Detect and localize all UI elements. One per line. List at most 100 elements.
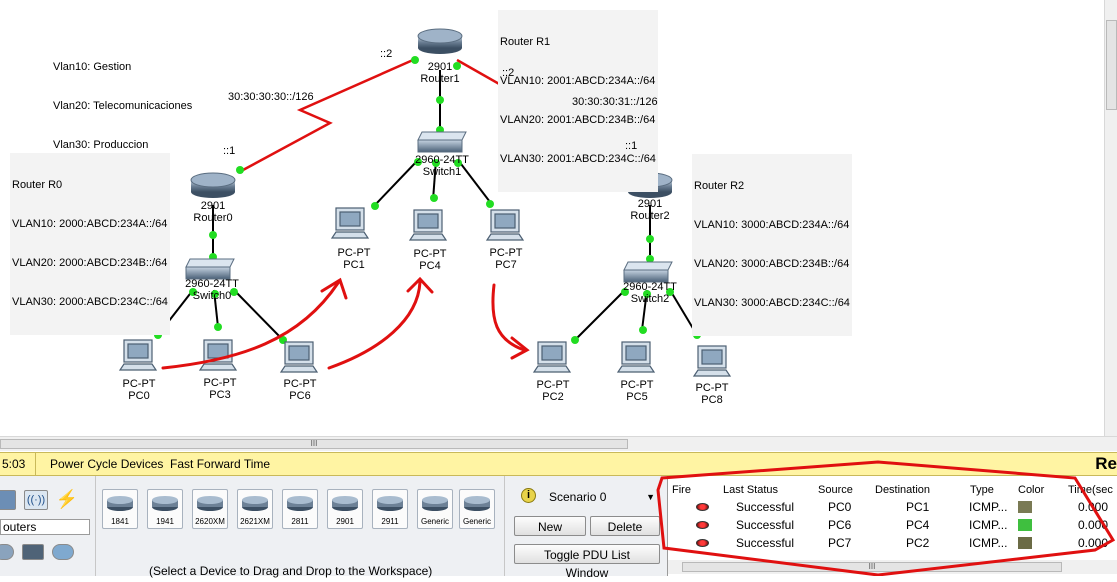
power-cycle-button[interactable]: Power Cycle Devices (50, 457, 164, 471)
note-line: VLAN20: 3000:ABCD:234B::/64 (694, 258, 850, 270)
device-tile-2620xm[interactable]: 2620XM (192, 489, 228, 529)
device-tile-generic[interactable]: Generic (459, 489, 495, 529)
pdu-color-swatch (1018, 537, 1032, 549)
device-model: PC-PT (489, 247, 523, 259)
column-header-color[interactable]: Color (1018, 484, 1045, 496)
note-line: Router R0 (12, 179, 63, 191)
note-line: VLAN20: 2001:ABCD:234B::/64 (500, 114, 656, 126)
logical-workspace[interactable]: Vlan10: Gestion Vlan20: Telecomunicacion… (0, 0, 1117, 436)
device-tile-label: 2620XM (195, 517, 225, 526)
column-header-time[interactable]: Time(sec (1068, 484, 1113, 496)
device-name: Router0 (193, 212, 233, 224)
pdu-horizontal-scrollbar[interactable]: III (668, 560, 1117, 574)
device-name: PC1 (343, 259, 365, 271)
pdu-time: 0.000 (1078, 500, 1109, 514)
router-r1-note: Router R1 VLAN10: 2001:ABCD:234A::/64 VL… (498, 10, 658, 192)
realtime-mode-label[interactable]: Re (1095, 454, 1117, 473)
switch-category-icon[interactable] (22, 544, 44, 560)
note-line: VLAN30: 2000:ABCD:234C::/64 (12, 296, 168, 308)
device-name: PC4 (419, 260, 441, 272)
device-name: Switch0 (192, 290, 232, 302)
scroll-thumb[interactable]: III (0, 439, 628, 449)
link-label-r0-r1: 30:30:30:30::/126 (228, 91, 314, 103)
column-header-type[interactable]: Type (970, 484, 994, 496)
hub-category-icon[interactable] (52, 544, 74, 560)
time-display: 5:03 (0, 453, 36, 475)
interface-label: ::1 (625, 140, 638, 152)
scroll-thumb[interactable] (1106, 20, 1117, 110)
device-name: PC7 (495, 259, 517, 271)
router-icon (152, 496, 178, 511)
scenario-select[interactable]: Scenario 0▼ (547, 488, 659, 506)
column-header-fire[interactable]: Fire (672, 484, 691, 496)
device-name: PC5 (626, 391, 648, 403)
pdu-source: PC0 (828, 500, 852, 514)
vlan-legend-note: Vlan10: Gestion Vlan20: Telecomunicacion… (53, 35, 192, 178)
fire-icon[interactable] (696, 539, 709, 547)
network-devices-icon[interactable] (0, 490, 16, 510)
column-header-source[interactable]: Source (818, 484, 853, 496)
pdu-type: ICMP... (969, 536, 1008, 550)
device-model: PC-PT (337, 247, 371, 259)
link-label-r1-r2: 30:30:30:31::/126 (572, 96, 658, 108)
pdu-destination: PC4 (906, 518, 930, 532)
wireless-icon[interactable]: ((·)) (24, 490, 48, 510)
interface-label: ::1 (223, 145, 236, 157)
device-tile-2621xm[interactable]: 2621XM (237, 489, 273, 529)
toggle-pdu-list-button[interactable]: Toggle PDU List Window (514, 544, 660, 580)
workspace-vertical-scrollbar[interactable] (1104, 0, 1117, 436)
note-line: Router R2 (694, 180, 745, 192)
device-tile-label: 2911 (381, 517, 399, 526)
pdu-status: Successful (736, 500, 795, 514)
device-tile-2901[interactable]: 2901 (327, 489, 363, 529)
device-name: Router1 (420, 73, 460, 85)
device-tile-2911[interactable]: 2911 (372, 489, 408, 529)
device-tile-label: 2621XM (240, 517, 270, 526)
fire-icon[interactable] (696, 521, 709, 529)
router-icon (422, 496, 448, 511)
pdu-time: 0.000 (1078, 536, 1109, 550)
note-line: Vlan10: Gestion (53, 61, 132, 73)
pdu-row[interactable]: Successful PC0 PC1 ICMP... 0.000 (668, 498, 1117, 516)
device-name: Switch2 (630, 293, 670, 305)
workspace-horizontal-scrollbar[interactable]: III (0, 436, 1117, 451)
device-tile-label: 1841 (111, 517, 129, 526)
delete-scenario-button[interactable]: Delete (590, 516, 660, 536)
pdu-row[interactable]: Successful PC6 PC4 ICMP... 0.000 (668, 516, 1117, 534)
pdu-table-header: Fire Last Status Source Destination Type… (668, 483, 1117, 497)
info-icon[interactable]: i (521, 488, 536, 503)
column-header-status[interactable]: Last Status (723, 484, 779, 496)
connections-icon[interactable]: ⚡ (55, 489, 79, 509)
router-category-icon[interactable] (0, 544, 14, 560)
device-tile-2811[interactable]: 2811 (282, 489, 318, 529)
pdu-row[interactable]: Successful PC7 PC2 ICMP... 0.000 (668, 534, 1117, 552)
device-name: Router2 (630, 210, 670, 222)
switch-icon (185, 131, 673, 283)
column-header-destination[interactable]: Destination (875, 484, 931, 496)
device-name: PC3 (209, 389, 231, 401)
pdu-source: PC6 (828, 518, 852, 532)
device-tile-generic[interactable]: Generic (417, 489, 453, 529)
device-tile-1841[interactable]: 1841 (102, 489, 138, 529)
device-tile-1941[interactable]: 1941 (147, 489, 183, 529)
router-icon (107, 496, 133, 511)
new-scenario-button[interactable]: New (514, 516, 586, 536)
fire-icon[interactable] (696, 503, 709, 511)
scroll-thumb[interactable]: III (682, 562, 1062, 572)
fast-forward-button[interactable]: Fast Forward Time (170, 457, 271, 471)
